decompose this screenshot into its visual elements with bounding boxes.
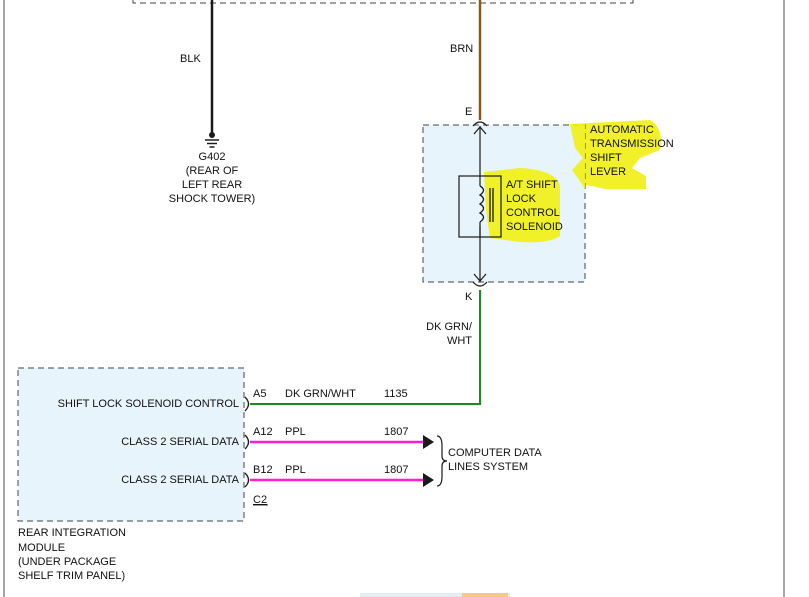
arrow-right-icon-a12 [423,435,434,449]
rim-circuit-3-label: CLASS 2 SERIAL DATA [121,474,239,486]
shift-lever-name-line-4: LEVER [590,166,626,178]
data-lines-label-line-2: LINES SYSTEM [448,461,528,473]
wire-b12-color-label: PPL [285,464,306,476]
solenoid-name-line-2: LOCK [506,193,537,205]
shift-lever-name-line-1: AUTOMATIC [590,124,654,136]
bottom-scroll-accent [462,593,508,597]
solenoid-coil-icon [478,185,494,223]
highlight-shift-lever-label [570,120,661,189]
upper-module-bottom-edge [132,0,634,4]
data-lines-brace-icon [436,435,448,487]
pin-e-label: E [465,106,472,118]
rim-name-line-4: SHELF TRIM PANEL) [18,570,125,582]
ground-symbol-icon [205,132,219,148]
connector-k-icon [472,281,488,287]
ground-location-line-1: (REAR OF [186,165,239,177]
pin-a12-label: A12 [253,426,273,438]
circuit-a12-number: 1807 [384,426,408,438]
shift-lever-name-line-3: SHIFT [590,152,622,164]
circuit-a5-number: 1135 [384,388,408,400]
wire-a5-color-label: DK GRN/WHT [285,388,356,400]
connector-a5-icon [244,396,250,412]
ground-location-line-3: SHOCK TOWER) [169,193,255,205]
bottom-scroll-strip [360,593,510,597]
solenoid-name-line-1: A/T SHIFT [506,179,558,191]
arrow-up-icon [473,126,487,135]
ground-wire-color-label: BLK [180,53,201,65]
rim-name-line-2: MODULE [18,542,65,554]
pin-b12-label: B12 [253,464,273,476]
circuit-b12-number: 1807 [384,464,408,476]
green-wire-color-line-2: WHT [447,335,472,347]
highlight-solenoid-overlay [484,168,560,243]
pin-a5-label: A5 [253,388,266,400]
rim-circuit-1-label: SHIFT LOCK SOLENOID CONTROL [58,398,239,410]
rim-name-line-3: (UNDER PACKAGE [18,556,116,568]
arrow-right-icon-b12 [423,473,434,487]
green-wire-color-line-1: DK GRN/ [426,321,473,333]
solenoid-name-line-3: CONTROL [506,207,560,219]
wire-a12-color-label: PPL [285,426,306,438]
connector-b12-icon [244,472,250,488]
connector-c2-label: C2 [253,494,267,506]
rim-module-box [17,367,245,522]
connector-e-icon [472,121,488,127]
pin-k-label: K [465,291,473,303]
rim-circuit-2-label: CLASS 2 SERIAL DATA [121,436,239,448]
shift-lever-name-line-2: TRANSMISSION [590,138,674,150]
arrow-down-icon [473,273,487,282]
dk-grn-wht-wire [250,290,481,405]
solenoid-name-line-4: SOLENOID [506,221,563,233]
ground-id-label: G402 [199,151,226,163]
ground-location-line-2: LEFT REAR [182,179,242,191]
highlight-lever-overlay [570,124,585,189]
data-lines-label-line-1: COMPUTER DATA [448,447,542,459]
connector-a12-icon [244,434,250,450]
rim-name-line-1: REAR INTEGRATION [18,527,126,539]
brn-wire-color-label: BRN [450,43,473,55]
